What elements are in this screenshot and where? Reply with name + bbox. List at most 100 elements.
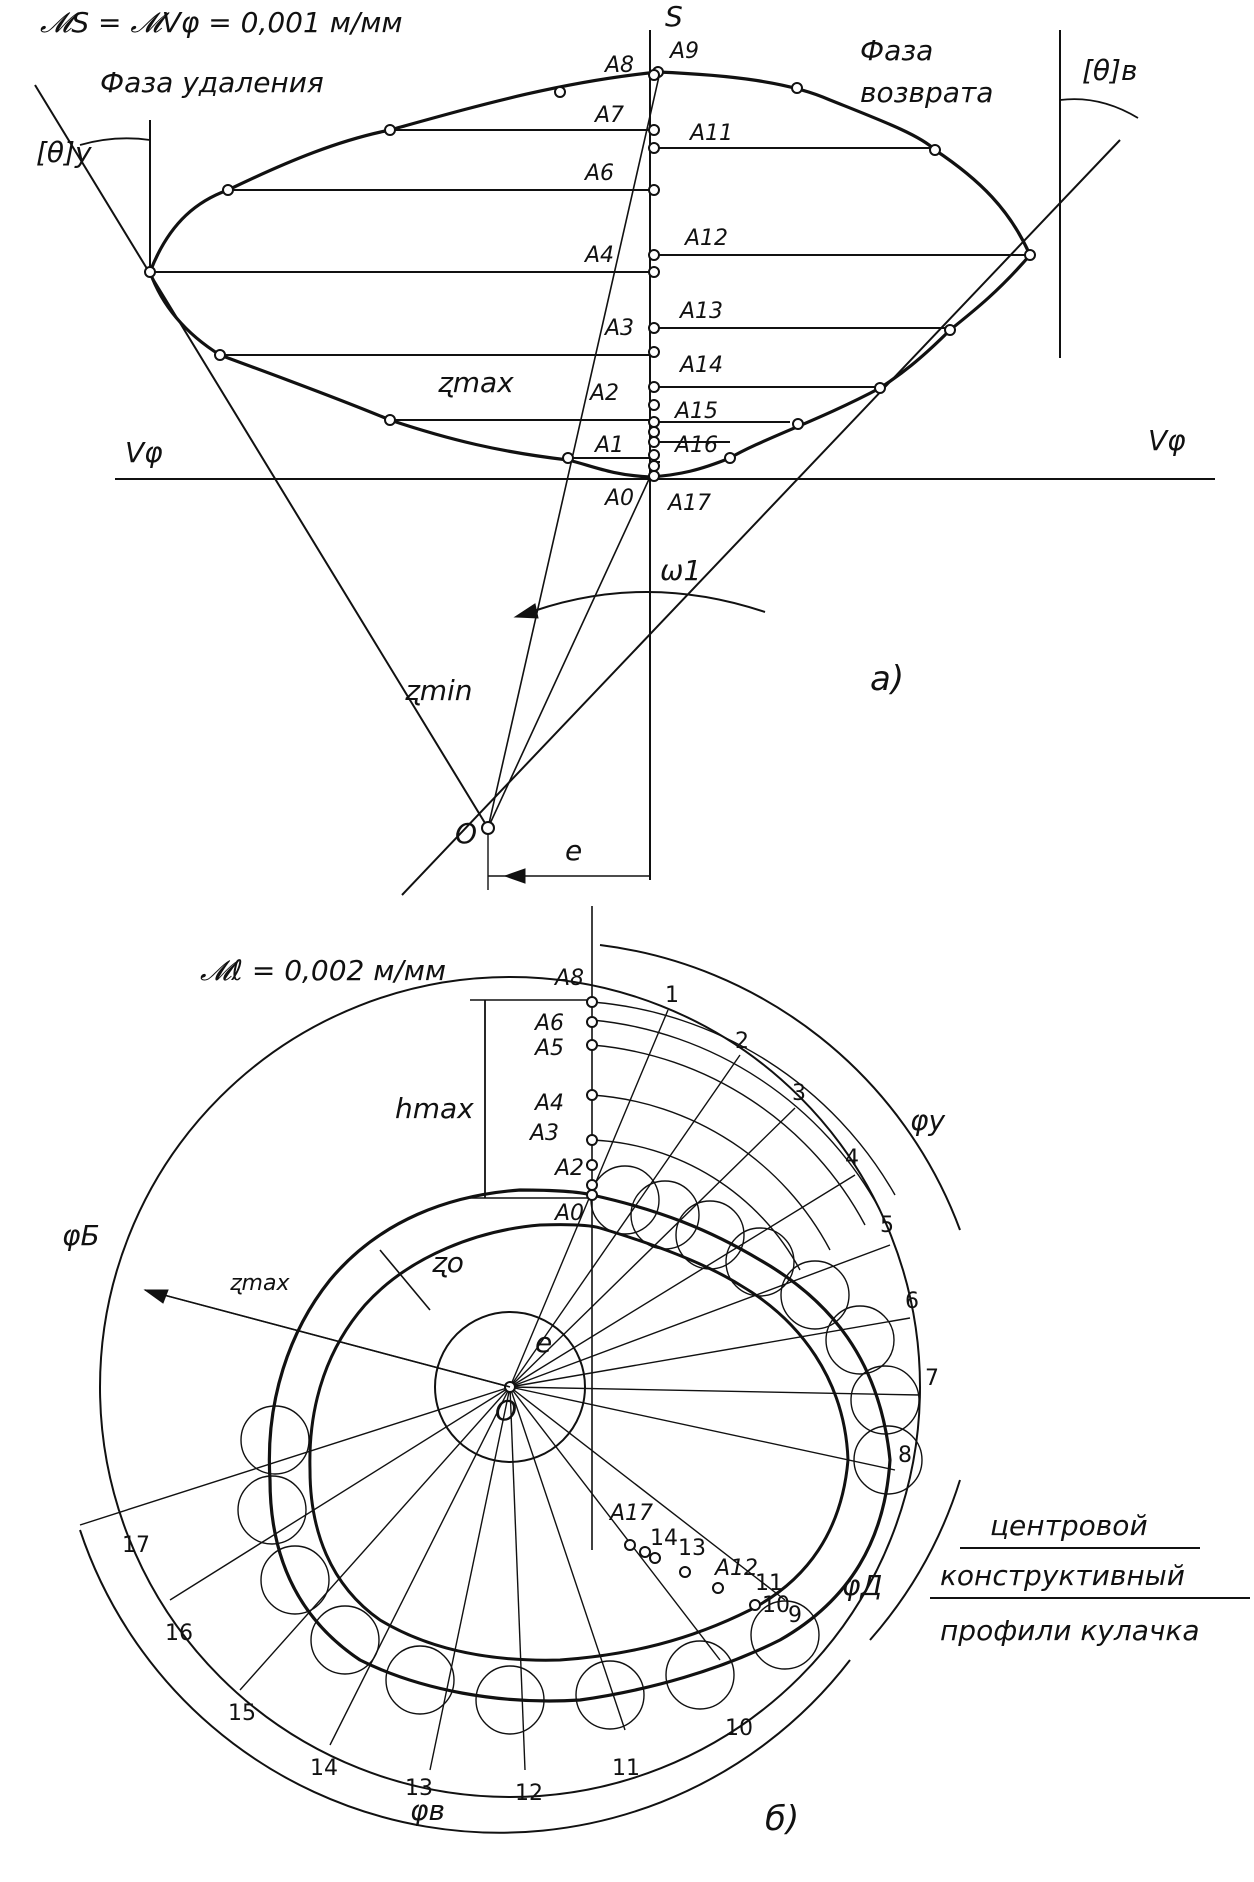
legend-center: центровой [990,1509,1148,1542]
a11-label: A11 [688,121,733,146]
v-phi-right-label: Vφ [1148,424,1186,457]
outer-circle [99,976,921,1798]
phase-return-label-1: Фаза [860,34,933,67]
rmax-b-arrow-head [143,1289,169,1304]
ray-1: 1 [665,983,679,1008]
a9-label: A9 [668,39,699,64]
ray-5: 5 [880,1213,894,1238]
b-a12-label: A12 [713,1556,758,1581]
b-11-label: 11 [755,1571,783,1596]
a0-label: A0 [603,486,634,511]
phase-removal-label: Фаза удаления [100,66,324,99]
phi-u-label: φу [910,1104,945,1137]
b-a2-label: A2 [553,1156,584,1181]
b-13-label: 13 [678,1536,706,1561]
a2-label: A2 [588,381,619,406]
v-phi-left-label: Vφ [125,436,163,469]
ray-12: 12 [515,1781,543,1806]
ray-14: 14 [310,1756,338,1781]
e-label: e [565,834,582,867]
point-o-label: O [455,817,477,850]
s-axis-label: S [665,0,683,33]
a17-label: A17 [666,491,711,516]
rmax-b-line [144,1289,511,1388]
projection-lines [150,129,1030,463]
a13-label: A13 [678,299,723,324]
center-o-label: O [495,1394,517,1427]
tangent-left [34,84,489,829]
eccentricity-circle [434,1311,586,1463]
ray-8: 8 [898,1443,912,1468]
phi-u-arc [599,944,961,1231]
b-a17-label: A17 [608,1501,653,1526]
ray-6: 6 [905,1289,919,1314]
ray-4: 4 [845,1146,859,1171]
s-axis-points [648,69,660,482]
a1-label: A1 [593,433,624,458]
omega-arrow-head [513,603,539,619]
a7-label: A7 [593,103,624,128]
b-a6-label: A6 [533,1011,564,1036]
curve-points [144,66,1036,835]
b-a5-label: A5 [533,1036,564,1061]
r0-label: ʐo [432,1246,464,1279]
roller-circles [237,1165,923,1735]
a4-label: A4 [583,243,614,268]
a6-label: A6 [583,161,614,186]
a16-label: A16 [673,433,718,458]
rmin-line [487,476,651,829]
ray-2: 2 [735,1029,749,1054]
a15-label: A15 [673,399,718,424]
velocity-curve [148,70,1032,479]
b-a4-label: A4 [533,1091,564,1116]
part-b-labels: 𝓜ℓ = 0,002 м/мм hmax ʐmax ʐo e O φу φБ φ… [62,954,1250,1839]
b-a8-label: A8 [553,966,584,991]
ray-13: 13 [405,1776,433,1801]
ray-9: 9 [788,1603,802,1628]
phi-b-label: φБ [62,1219,100,1252]
ray-16: 16 [165,1621,193,1646]
legend-profiles: профили кулачка [940,1614,1200,1647]
part-a-scale: 𝓜S = 𝓜Vφ = 0,001 м/мм [40,6,403,39]
part-b-scale: 𝓜ℓ = 0,002 м/мм [200,954,446,987]
part-a-caption: а) [870,659,904,699]
e-b-label: e [535,1326,552,1359]
a14-label: A14 [678,353,723,378]
rmin-label: ʐmin [405,674,473,707]
theta-v-arc [1059,98,1139,119]
part-a-velocity-diagram [34,30,1215,896]
ray-15: 15 [228,1701,256,1726]
theta-v-label: [θ]в [1082,54,1137,87]
rmax-b-label: ʐmax [230,1271,290,1296]
a3-label: A3 [603,316,634,341]
phase-return-label-2: возврата [860,76,993,109]
ray-10b: 10 [725,1716,753,1741]
ray-10a: 10 [762,1593,790,1618]
rmax-line [487,71,661,829]
phi-v-label: φв [410,1794,445,1827]
part-b-cam-profile [79,906,961,1834]
b-a0-label: A0 [553,1201,584,1226]
b-a3-label: A3 [528,1121,559,1146]
theta-u-label: [θ]у [36,136,92,169]
ray-7: 7 [925,1366,939,1391]
phi-d-label: φД [842,1569,882,1602]
radial-rays [79,1009,921,1771]
phi-d-arc [869,1479,961,1641]
ray-11: 11 [612,1756,640,1781]
omega-arc [519,591,766,617]
e-arrow-head [503,868,526,884]
center-profile [267,1188,892,1703]
b-14-label: 14 [650,1526,678,1551]
theta-u-arc [79,137,151,146]
construction-arcs [591,1001,896,1271]
part-b-points [504,996,761,1611]
phi-v-arc [79,1529,851,1834]
ray-3: 3 [792,1081,806,1106]
rmax-label: ʐmax [438,366,514,399]
r0-line [379,1249,431,1311]
a12-label: A12 [683,226,728,251]
hmax-label: hmax [395,1092,474,1125]
part-a-labels: 𝓜S = 𝓜Vφ = 0,001 м/мм S Фаза удаления Фа… [36,0,1186,867]
